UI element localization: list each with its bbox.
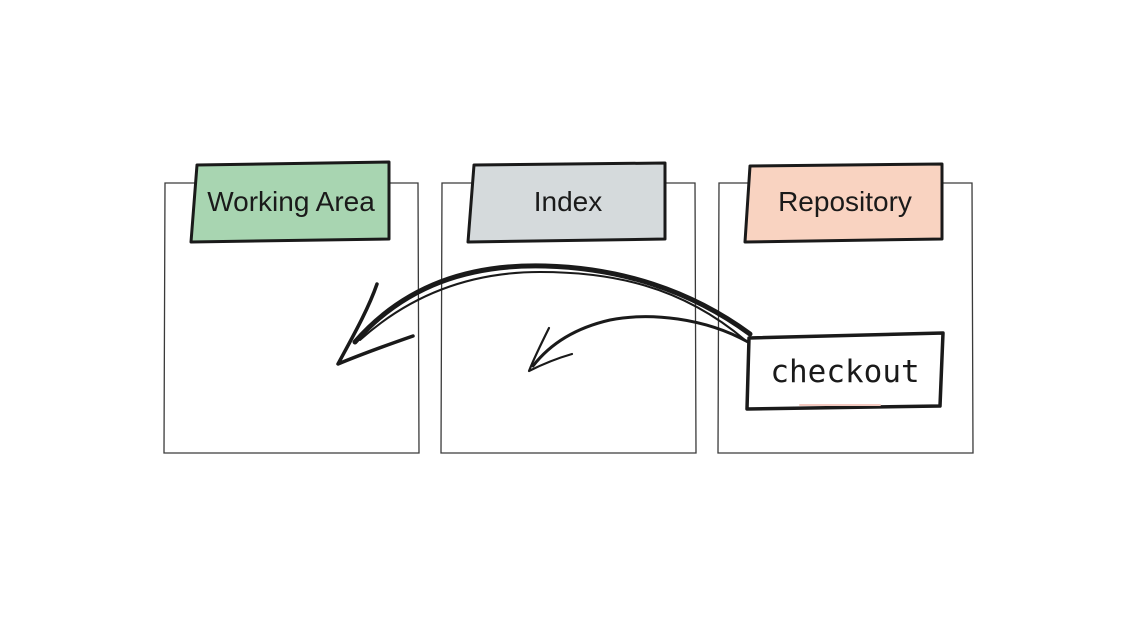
repository-column: Repository	[717, 162, 974, 454]
checkout-arrow-to-index	[527, 315, 750, 373]
repository-tab	[743, 162, 944, 244]
arrowhead-working-area-inner	[341, 295, 373, 359]
checkout-command: checkout	[745, 331, 945, 411]
working-area-column: Working Area	[163, 160, 420, 454]
arrowhead-index	[527, 326, 574, 373]
arrow-shaft-working-area-edge	[359, 270, 746, 341]
arrow-shaft-working-area	[352, 263, 753, 345]
index-column: Index	[440, 161, 697, 454]
index-tab	[466, 161, 667, 244]
working-area-label: Working Area	[207, 186, 375, 217]
arrow-shaft-index	[531, 315, 750, 368]
working-area-tab	[189, 160, 391, 244]
repository-label: Repository	[778, 186, 912, 217]
checkout-arrow-to-working-area	[336, 263, 753, 366]
checkout-label: checkout	[770, 354, 919, 390]
index-label: Index	[534, 186, 603, 217]
checkout-box	[745, 331, 945, 411]
